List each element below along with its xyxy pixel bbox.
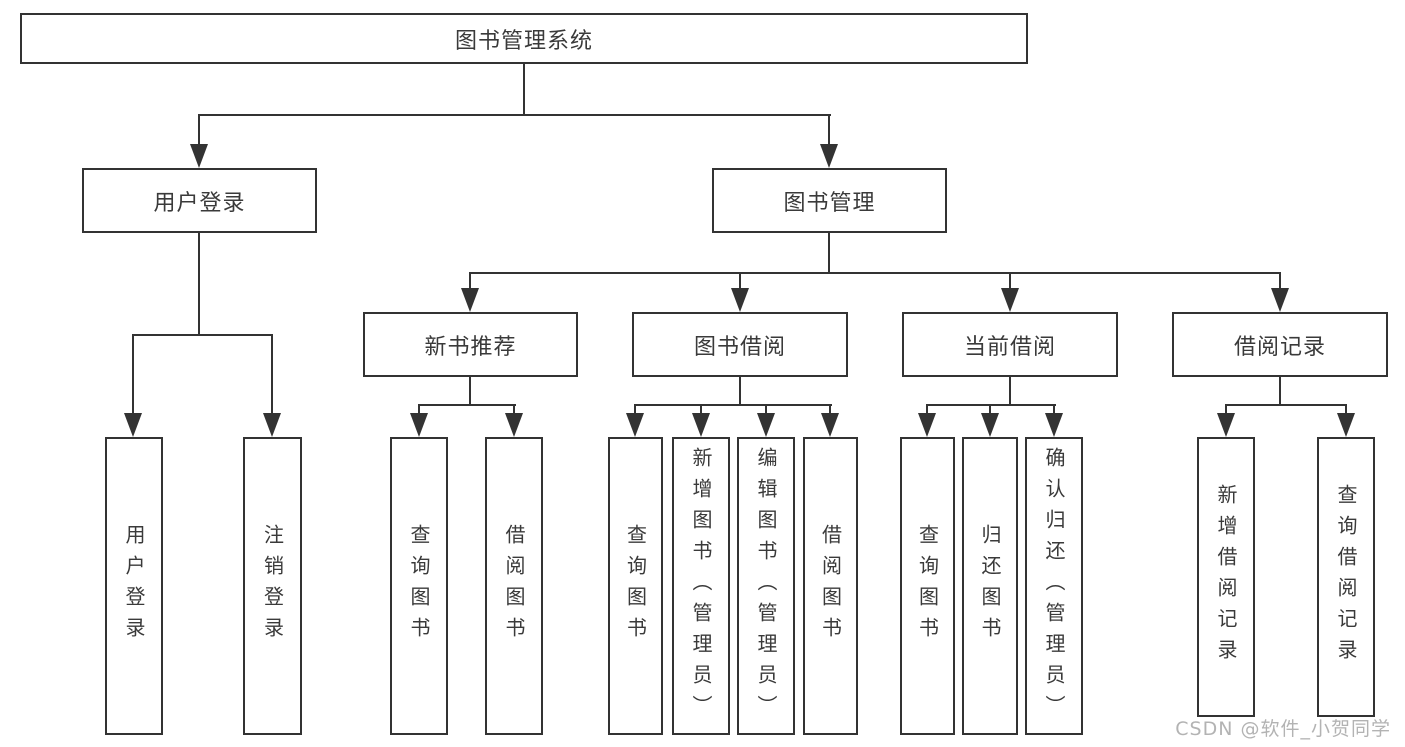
node-user-login: 用户登录 [82,168,317,233]
node-current-borrow: 当前借阅 [902,312,1118,377]
node-user-login-label: 用户登录 [153,190,246,216]
node-confirm-return-admin-label: 确认归还（管理员） [1042,446,1066,726]
node-book-management: 图书管理 [712,168,947,233]
node-user-login-leaf: 用户登录 [105,437,163,735]
arrow-down-icon [821,413,839,437]
arrow-down-icon [410,413,428,437]
arrow-down-icon [757,413,775,437]
arrow-down-icon [124,413,142,437]
node-add-borrow-record: 新增借阅记录 [1197,437,1255,717]
node-add-book-admin-label: 新增图书（管理员） [689,446,713,726]
node-confirm-return-admin: 确认归还（管理员） [1025,437,1083,735]
node-query-book-recommend-label: 查询图书 [407,524,431,648]
connector-shaft-logout [271,334,273,416]
connector-shaft-add-book [700,404,702,420]
node-borrow-book-leaf-label: 借阅图书 [818,524,843,648]
node-edit-book-admin: 编辑图书（管理员） [737,437,795,735]
connector-book-borrow-stem [739,377,741,406]
connector-shaft-new-book [469,272,471,292]
node-add-book-admin: 新增图书（管理员） [672,437,730,735]
node-query-borrow-record: 查询借阅记录 [1317,437,1375,717]
connector-level3-hline [469,272,1281,274]
node-edit-book-admin-label: 编辑图书（管理员） [754,446,778,726]
arrow-down-icon [731,288,749,312]
arrow-down-icon [190,144,208,168]
arrow-down-icon [981,413,999,437]
arrow-down-icon [505,413,523,437]
connector-shaft-add-record [1225,404,1227,420]
node-borrow-book-recommend: 借阅图书 [485,437,543,735]
connector-user-login-hline [132,334,273,336]
node-root: 图书管理系统 [20,13,1028,64]
node-borrow-book-leaf: 借阅图书 [803,437,858,735]
connector-user-login-stem [198,233,200,336]
node-book-borrow: 图书借阅 [632,312,848,377]
arrow-down-icon [263,413,281,437]
connector-shaft-return-book [989,404,991,420]
connector-shaft-query-book-2 [634,404,636,420]
node-borrow-records: 借阅记录 [1172,312,1388,377]
connector-shaft-borrow-records [1279,272,1281,292]
node-return-book: 归还图书 [962,437,1018,735]
arrow-down-icon [1045,413,1063,437]
node-new-book-recommend: 新书推荐 [363,312,578,377]
connector-shaft-confirm-return [1053,404,1055,420]
node-logout: 注销登录 [243,437,302,735]
connector-shaft-query-book-3 [926,404,928,420]
connector-shaft-user-login-leaf [132,334,134,416]
connector-shaft-current-borrow [1009,272,1011,292]
node-query-book-current-label: 查询图书 [915,524,940,648]
connector-shaft-user-login [198,114,200,146]
node-book-management-label: 图书管理 [783,190,876,216]
connector-shaft-book-borrow [739,272,741,292]
connector-shaft-query-record [1345,404,1347,420]
arrow-down-icon [820,144,838,168]
connector-shaft-book-management [828,114,830,146]
node-logout-label: 注销登录 [260,524,285,648]
connector-shaft-edit-book [765,404,767,420]
arrow-down-icon [626,413,644,437]
connector-shaft-borrow-book-2 [829,404,831,420]
node-add-borrow-record-label: 新增借阅记录 [1214,484,1238,670]
arrow-down-icon [1001,288,1019,312]
node-borrow-book-recommend-label: 借阅图书 [502,524,526,648]
node-user-login-leaf-label: 用户登录 [122,524,146,648]
node-book-borrow-label: 图书借阅 [693,334,786,360]
connector-root-stem [523,64,525,116]
node-return-book-label: 归还图书 [978,524,1002,648]
arrow-down-icon [692,413,710,437]
connector-book-borrow-hline [634,404,832,406]
node-borrow-records-label: 借阅记录 [1233,334,1326,360]
node-current-borrow-label: 当前借阅 [963,334,1056,360]
connector-shaft-query-book-1 [418,404,420,420]
node-root-label: 图书管理系统 [454,28,593,54]
arrow-down-icon [461,288,479,312]
arrow-down-icon [918,413,936,437]
node-new-book-recommend-label: 新书推荐 [424,334,517,360]
arrow-down-icon [1337,413,1355,437]
connector-current-borrow-stem [1009,377,1011,406]
connector-level2-hline [198,114,831,116]
connector-book-management-stem [828,233,830,274]
connector-current-borrow-hline [926,404,1056,406]
connector-borrow-records-hline [1225,404,1347,406]
node-query-book-current: 查询图书 [900,437,955,735]
node-query-book-borrow-label: 查询图书 [623,524,648,648]
arrow-down-icon [1217,413,1235,437]
arrow-down-icon [1271,288,1289,312]
connector-shaft-borrow-book-1 [513,404,515,420]
connector-new-book-stem [469,377,471,406]
node-query-borrow-record-label: 查询借阅记录 [1334,484,1358,670]
node-query-book-recommend: 查询图书 [390,437,448,735]
connector-borrow-records-stem [1279,377,1281,406]
node-query-book-borrow: 查询图书 [608,437,663,735]
watermark: CSDN @软件_小贺同学 [1175,718,1391,740]
connector-new-book-hline [418,404,516,406]
